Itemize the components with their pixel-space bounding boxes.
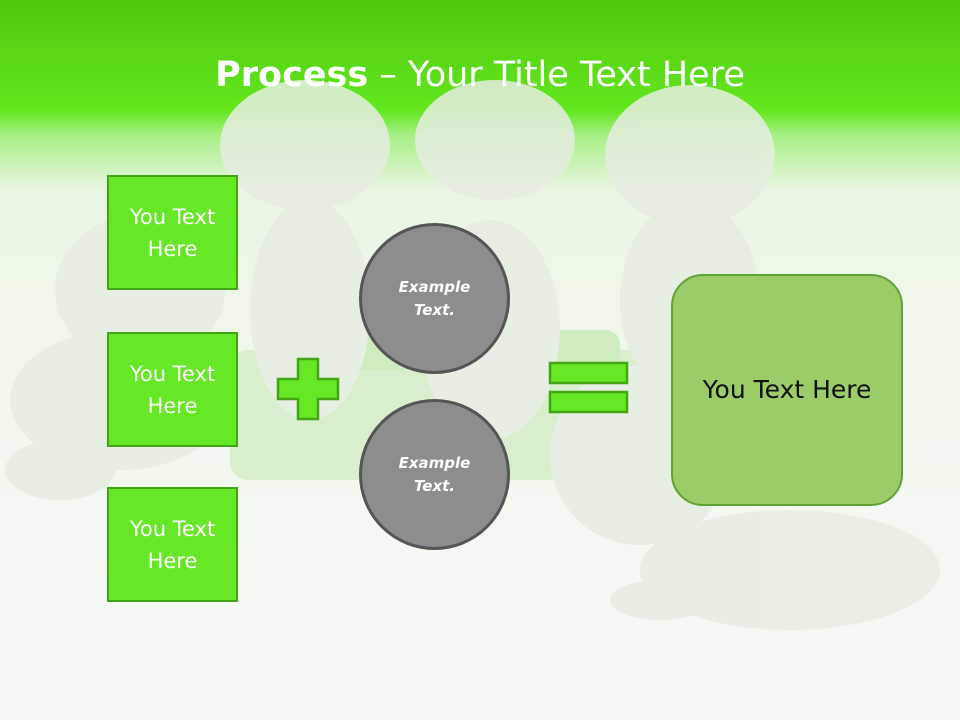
result-box-label: You Text Here: [702, 375, 872, 404]
text-box-3-label: You Text Here: [129, 516, 216, 573]
example-circle-1-label: Example Text.: [398, 277, 471, 319]
text-box-3: You Text Here: [107, 487, 238, 602]
equals-icon: [548, 361, 629, 414]
example-circle-1: Example Text.: [359, 223, 510, 374]
title-rest: – Your Title Text Here: [368, 55, 745, 95]
text-box-2: You Text Here: [107, 332, 238, 447]
slide-title: Process – Your Title Text Here: [0, 52, 960, 98]
example-circle-2: Example Text.: [359, 399, 510, 550]
text-box-1-label: You Text Here: [129, 204, 216, 261]
plus-icon: [276, 357, 340, 421]
example-circle-2-label: Example Text.: [398, 453, 471, 495]
text-box-1: You Text Here: [107, 175, 238, 290]
title-bold: Process: [215, 55, 369, 95]
text-box-2-label: You Text Here: [129, 361, 216, 418]
result-box: You Text Here: [671, 274, 903, 506]
